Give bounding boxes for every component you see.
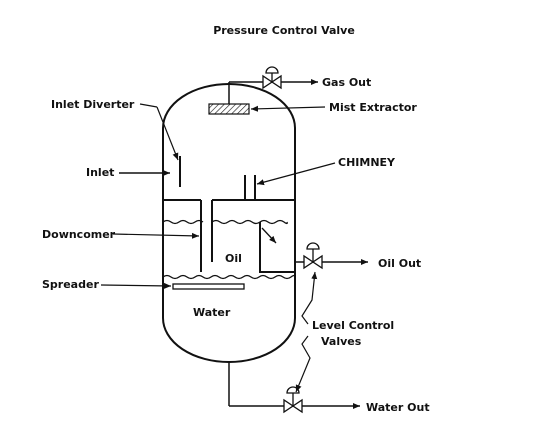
inlet-diverter-leader-1 (139, 103, 158, 108)
water-out-label: Water Out (366, 401, 430, 414)
vessel-shell (162, 83, 296, 363)
pressure-control-valve-icon (262, 66, 282, 90)
oil-level-control-valve-icon (303, 242, 323, 270)
mist-extractor-leader (250, 105, 326, 112)
water-label: Water (193, 306, 231, 319)
oil-out-label: Oil Out (378, 257, 421, 270)
mist-extractor-label: Mist Extractor (329, 101, 417, 114)
level-control-label-line1: Level Control (312, 319, 394, 332)
tray-liquid-surface (162, 219, 288, 225)
inlet-label: Inlet (86, 166, 114, 179)
spreader (172, 283, 245, 290)
mist-extractor (208, 103, 250, 115)
level-control-leader-up (301, 271, 318, 325)
spreader-leader (100, 282, 172, 289)
downcomer-leader (112, 232, 200, 239)
gas-out-label: Gas Out (322, 76, 371, 89)
oil-label: Oil (225, 252, 242, 265)
water-level-control-valve-icon (283, 386, 303, 414)
chimney-label: CHIMNEY (338, 156, 396, 169)
oil-water-interface (162, 274, 296, 280)
inlet-diverter-leader-2 (156, 106, 179, 161)
inlet-diverter-label: Inlet Diverter (51, 98, 135, 111)
diagram-title: Pressure Control Valve (213, 24, 355, 37)
chimney-leader (256, 162, 336, 186)
downcomer-label: Downcomer (42, 228, 116, 241)
oil-weir (259, 222, 295, 273)
spreader-label: Spreader (42, 278, 99, 291)
level-control-label-line2: Valves (321, 335, 362, 348)
weir-overflow-arrow (261, 227, 277, 244)
level-control-leader-down (295, 335, 311, 393)
